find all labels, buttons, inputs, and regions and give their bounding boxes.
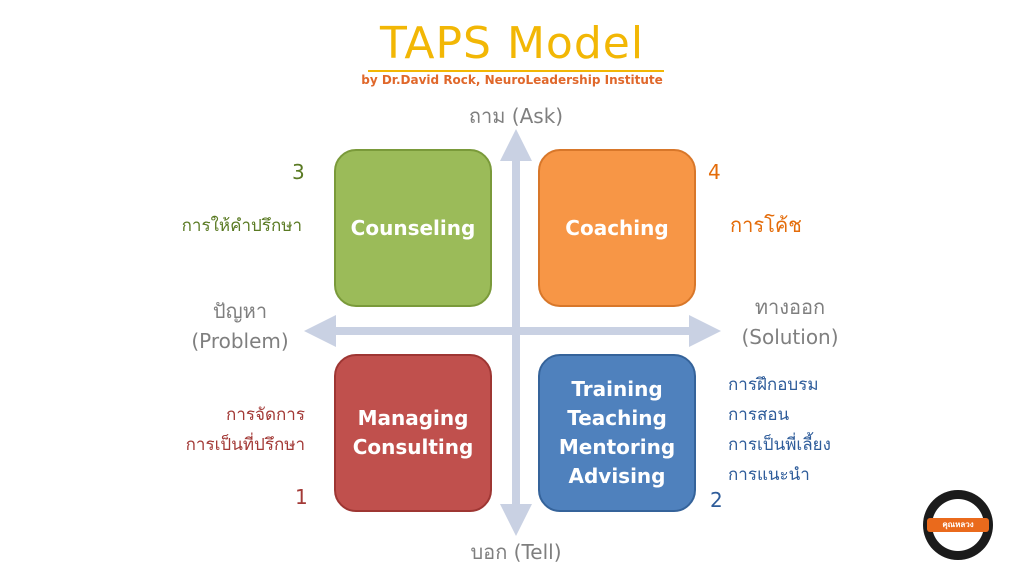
axis-label-solution-en: (Solution) (741, 325, 839, 349)
managing-thai-line-2: การเป็นที่ปรึกษา (185, 435, 305, 455)
page-title: TAPS Model (379, 18, 645, 69)
axis-label-problem-en: (Problem) (191, 329, 289, 353)
training-thai: การฝึกอบรม การสอน การเป็นพี่เลี้ยง การแน… (728, 370, 878, 490)
quadrant-number-4: 4 (708, 160, 721, 184)
axis-label-problem: ปัญหา (Problem) (160, 296, 320, 356)
title-underline (368, 70, 664, 72)
quadrant-number-3: 3 (292, 160, 305, 184)
quadrant-coaching: Coaching (538, 149, 696, 307)
brush-circle-logo-icon: คุณหลวง (923, 490, 993, 560)
training-thai-line-1: การฝึกอบรม (728, 375, 819, 395)
axis-label-ask: ถาม (Ask) (468, 104, 564, 128)
logo-text: คุณหลวง (927, 518, 989, 532)
quadrant-counseling: Counseling (334, 149, 492, 307)
quadrant-training-teaching: Training Teaching Mentoring Advising (538, 354, 696, 512)
training-thai-line-4: การแนะนำ (728, 465, 810, 485)
quadrant-number-1: 1 (295, 485, 308, 509)
quadrant-managing-consulting: Managing Consulting (334, 354, 492, 512)
axis-label-solution-thai: ทางออก (754, 295, 826, 319)
page-subtitle: by Dr.David Rock, NeuroLeadership Instit… (361, 73, 663, 87)
axis-label-tell: บอก (Tell) (470, 540, 562, 564)
coaching-thai: การโค้ช (730, 213, 802, 237)
quadrant-number-2: 2 (710, 488, 723, 512)
counseling-thai: การให้คำปรึกษา (181, 216, 302, 236)
axis-label-problem-thai: ปัญหา (212, 299, 268, 323)
managing-thai-line-1: การจัดการ (226, 405, 305, 425)
managing-thai: การจัดการ การเป็นที่ปรึกษา (140, 400, 305, 460)
axis-label-solution: ทางออก (Solution) (710, 292, 870, 352)
training-thai-line-2: การสอน (728, 405, 790, 425)
training-thai-line-3: การเป็นพี่เลี้ยง (728, 435, 831, 455)
